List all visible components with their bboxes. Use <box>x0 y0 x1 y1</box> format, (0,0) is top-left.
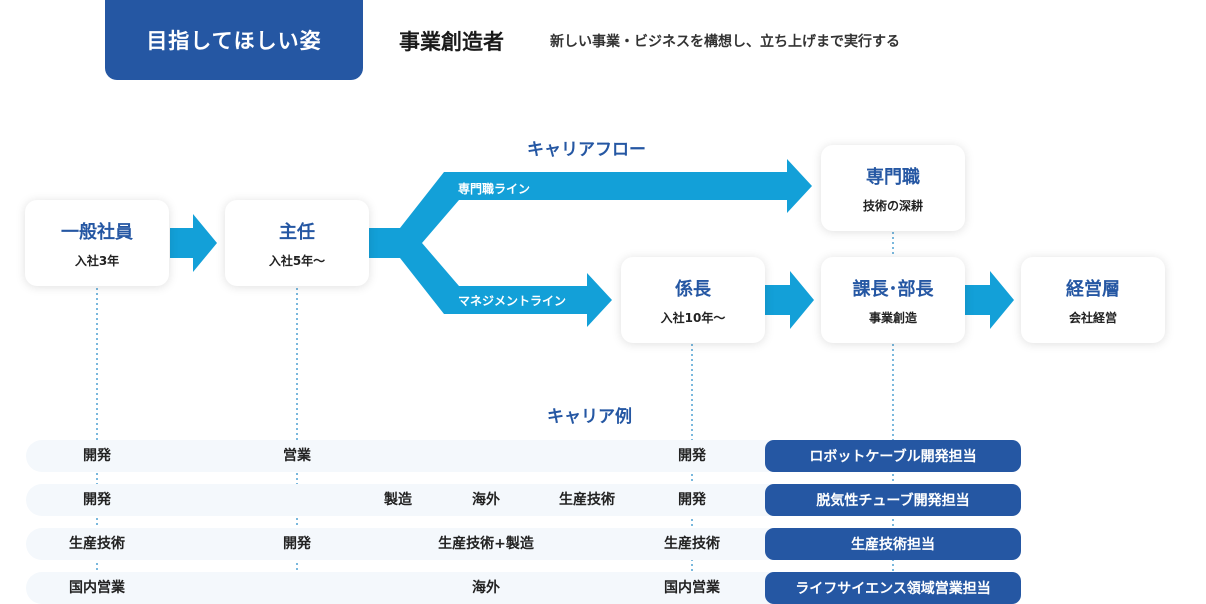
example-cell: 海外 <box>472 580 500 596</box>
career-result-badge: 脱気性チューブ開発担当 <box>765 484 1021 516</box>
career-result-badge: ロボットケーブル開発担当 <box>765 440 1021 472</box>
goal-description: 新しい事業・ビジネスを構想し、立ち上げまで実行する <box>550 34 900 50</box>
career-result-badge: 生産技術担当 <box>765 528 1021 560</box>
example-cell: 生産技術+製造 <box>438 536 534 552</box>
example-cell: 開発 <box>678 492 706 508</box>
management-line-label: マネジメントライン <box>458 294 567 308</box>
arrow-chief-branch <box>369 159 812 327</box>
node-subtitle: 会社経営 <box>1068 310 1117 325</box>
goal-badge-label: 目指してほしい姿 <box>146 29 322 53</box>
node-subtitle: 入社5年〜 <box>268 253 326 268</box>
node-subtitle: 技術の深耕 <box>862 198 923 213</box>
example-cell: 開発 <box>83 492 111 508</box>
arrow-manager-to-executive <box>965 271 1014 329</box>
node-title: 課長･部長 <box>852 278 934 300</box>
goal-badge: 目指してほしい姿 <box>105 0 363 80</box>
arrow-general-to-chief <box>170 214 217 272</box>
node-title: 一般社員 <box>61 221 133 243</box>
example-cell: 生産技術 <box>69 536 125 552</box>
node-subtitle: 事業創造 <box>868 310 917 325</box>
node-title: 経営層 <box>1066 278 1120 300</box>
example-cell: 国内営業 <box>69 580 125 596</box>
node-title: 主任 <box>279 221 315 243</box>
node-subtitle: 入社10年〜 <box>660 310 726 325</box>
career-result-badge: ライフサイエンス領域営業担当 <box>765 572 1021 604</box>
specialist-line-label: 専門職ライン <box>458 182 531 196</box>
node-chief: 主任 入社5年〜 <box>225 200 369 286</box>
node-section-head: 係長 入社10年〜 <box>621 257 765 343</box>
node-title: 係長 <box>675 278 711 300</box>
example-cell: 開発 <box>83 448 111 464</box>
example-cell: 製造 <box>384 492 412 508</box>
goal-title: 事業創造者 <box>399 30 504 54</box>
example-cell: 開発 <box>283 536 311 552</box>
example-cell: 生産技術 <box>559 492 615 508</box>
node-title: 専門職 <box>866 166 920 188</box>
node-executive: 経営層 会社経営 <box>1021 257 1165 343</box>
example-cell: 営業 <box>283 448 311 464</box>
career-flow-title: キャリアフロー <box>527 140 646 160</box>
example-cell: 海外 <box>472 492 500 508</box>
node-manager: 課長･部長 事業創造 <box>821 257 965 343</box>
arrow-section-head-to-manager <box>765 271 814 329</box>
career-examples-title: キャリア例 <box>547 407 632 427</box>
example-cell: 生産技術 <box>664 536 720 552</box>
node-subtitle: 入社3年 <box>74 253 120 268</box>
node-general-staff: 一般社員 入社3年 <box>25 200 169 286</box>
node-specialist: 専門職 技術の深耕 <box>821 145 965 231</box>
example-cell: 国内営業 <box>664 580 720 596</box>
example-cell: 開発 <box>678 448 706 464</box>
